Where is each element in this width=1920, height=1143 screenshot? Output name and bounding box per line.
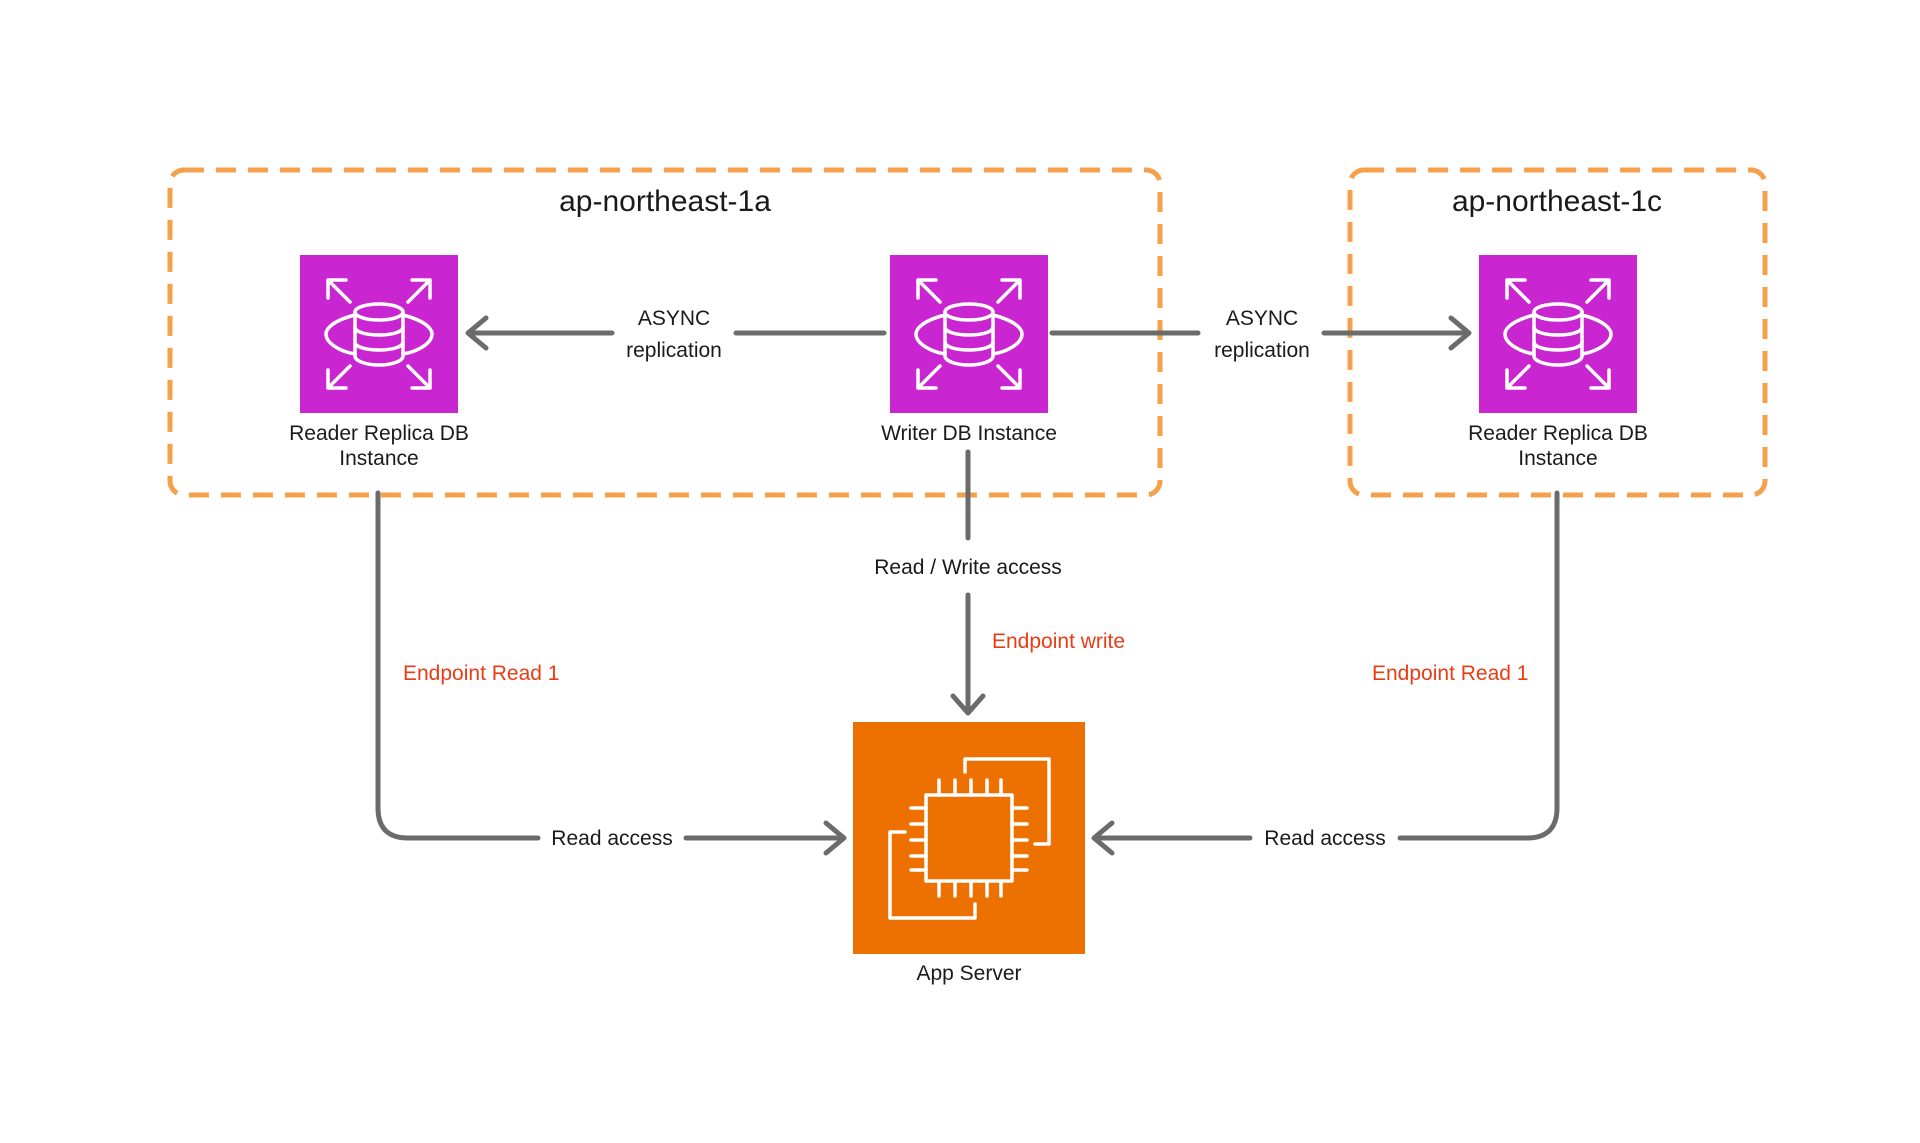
node-label: Writer DB Instance (881, 422, 1057, 445)
endpoint-write-label: Endpoint write (992, 630, 1125, 653)
node-label: Instance (1518, 447, 1597, 470)
replication-label-left-line2: replication (626, 339, 722, 362)
node-label: Instance (339, 447, 418, 470)
reader-replica-db-1c[interactable]: Reader Replica DB Instance (1468, 255, 1648, 470)
replication-label-right-line2: replication (1214, 339, 1310, 362)
read-access-label-left: Read access (551, 827, 672, 850)
app-server[interactable]: App Server (853, 722, 1085, 985)
connector-replication-right (1049, 315, 1472, 351)
read-write-access-label: Read / Write access (874, 556, 1062, 579)
node-label: App Server (916, 962, 1021, 985)
connector-writer-to-app (950, 449, 986, 716)
arrowhead-left (1091, 820, 1115, 856)
connector-reader-1c-to-app (1091, 490, 1560, 856)
zone-title: ap-northeast-1c (1452, 185, 1662, 218)
node-label: Reader Replica DB (289, 422, 469, 445)
arrowhead-down (950, 693, 986, 716)
endpoint-read-label-right: Endpoint Read 1 (1372, 662, 1528, 685)
node-label: Reader Replica DB (1468, 422, 1648, 445)
connector-line (1397, 490, 1560, 841)
connector-line (375, 490, 541, 841)
reader-replica-db-1a[interactable]: Reader Replica DB Instance (289, 255, 469, 470)
zone-title: ap-northeast-1a (559, 185, 771, 218)
read-access-label-right: Read access (1264, 827, 1385, 850)
arrowhead-left (465, 315, 489, 351)
arrowhead-right (1448, 315, 1472, 351)
replication-label-right-line1: ASYNC (1226, 307, 1298, 330)
replication-label-left-line1: ASYNC (638, 307, 710, 330)
arrowhead-right (823, 820, 847, 856)
endpoint-read-label-left: Endpoint Read 1 (403, 662, 559, 685)
writer-db-instance[interactable]: Writer DB Instance (881, 255, 1057, 445)
connector-reader-1a-to-app (375, 490, 847, 856)
connector-replication-left (465, 315, 887, 351)
